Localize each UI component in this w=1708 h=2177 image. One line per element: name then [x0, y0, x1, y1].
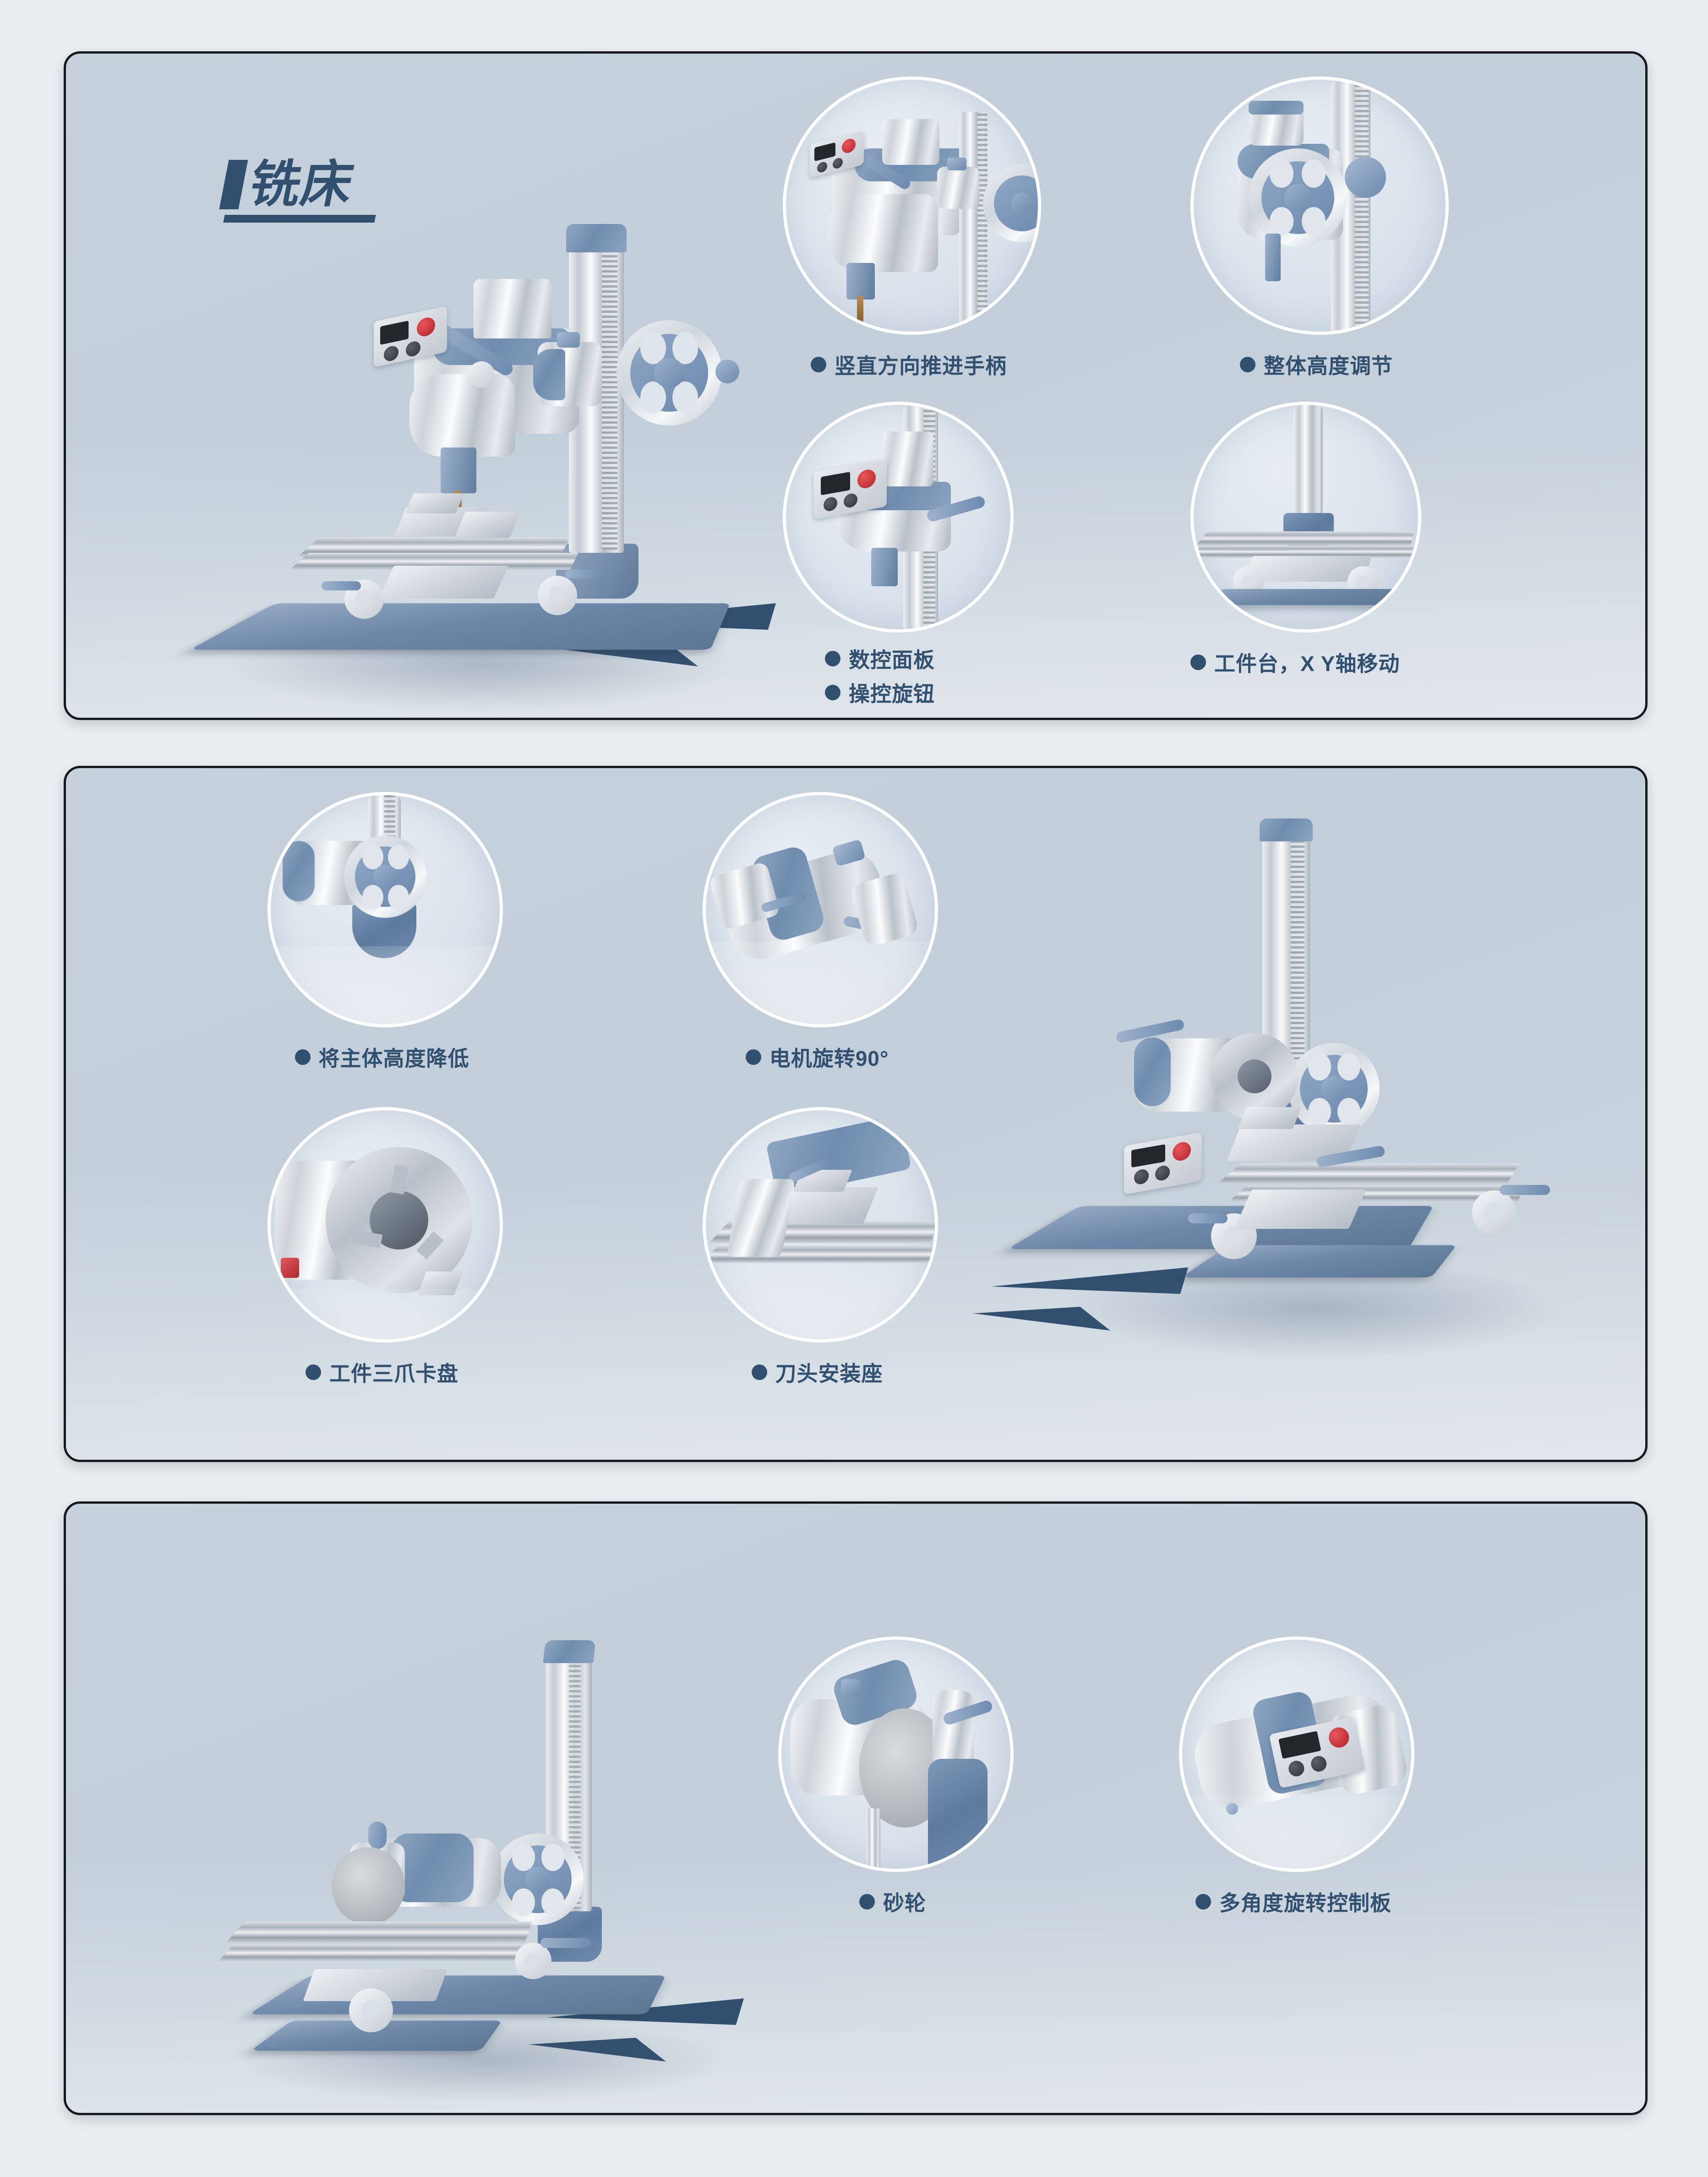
machine-base-plate	[190, 603, 730, 650]
callout-cnc-panel: 数控面板 操控旋钮	[783, 402, 1039, 708]
detail-circle-three-jaw-chuck	[267, 1107, 503, 1342]
bullet-dot	[811, 357, 826, 372]
callout-lower-body-height: 将主体高度降低	[267, 792, 503, 1072]
callout-label: 工件台，X Y轴移动	[1214, 652, 1400, 676]
detail-circle-cnc-panel	[783, 402, 1014, 633]
detail-circle-multi-angle-control-board	[1179, 1637, 1414, 1872]
bullet-dot	[1190, 655, 1206, 670]
callout-vertical-feed-handle: 竖直方向推进手柄	[783, 76, 1041, 380]
callout-label: 竖直方向推进手柄	[835, 354, 1007, 378]
detail-circle-grinding-wheel	[778, 1637, 1014, 1872]
section-title-milling: 铣床	[219, 156, 376, 223]
callout-worktable-xy: 工件台，X Y轴移动	[1190, 402, 1447, 677]
bullet-dot	[306, 1364, 321, 1380]
bullet-dot	[751, 1364, 767, 1380]
bullet-dot	[295, 1049, 311, 1065]
direction-arrows-lathe	[973, 1267, 1193, 1341]
detail-circle-motor-rotate-90	[703, 792, 938, 1027]
detail-circle-tool-head-mount	[703, 1107, 938, 1342]
callout-overall-height-adjust: 整体高度调节	[1190, 76, 1449, 380]
bullet-dot	[745, 1049, 761, 1065]
callout-label: 数控面板	[849, 648, 935, 672]
bullet-dot	[1195, 1894, 1211, 1910]
callout-label: 多角度旋转控制板	[1219, 1891, 1392, 1915]
section-panel-grinder: 磨床	[64, 1501, 1648, 2115]
callout-label: 将主体高度降低	[318, 1047, 469, 1070]
lathe-machine-render	[1007, 818, 1605, 1396]
title-accent-bar	[219, 160, 248, 209]
three-jaw-chuck	[1211, 1033, 1298, 1120]
grinder-machine-render	[217, 1632, 758, 2104]
bullet-dot	[825, 651, 840, 666]
column-handwheel	[492, 1833, 584, 1925]
callout-grinding-wheel: 砂轮	[778, 1637, 1014, 1917]
milling-machine-render	[190, 191, 767, 718]
title-underline	[223, 215, 376, 223]
detail-circle-worktable-xy	[1190, 402, 1421, 633]
section-panel-lathe: 车床	[64, 766, 1648, 1462]
column-handwheel	[1288, 1043, 1380, 1135]
lathe-bed	[1217, 1163, 1520, 1184]
column-handwheel	[617, 320, 722, 426]
callout-tool-head-mount: 刀头安装座	[703, 1107, 938, 1387]
bullet-dot	[1240, 357, 1255, 372]
callout-multi-angle-control-board: 多角度旋转控制板	[1179, 1637, 1414, 1917]
callout-label: 整体高度调节	[1264, 354, 1393, 378]
callout-label: 工件三爪卡盘	[329, 1362, 458, 1386]
callout-label: 刀头安装座	[775, 1362, 883, 1386]
detail-circle-overall-height-adjust	[1190, 76, 1449, 335]
bullet-dot	[825, 685, 840, 700]
section-panel-milling: 铣床	[64, 51, 1648, 720]
callout-three-jaw-chuck: 工件三爪卡盘	[267, 1107, 503, 1387]
detail-circle-lower-body-height	[267, 792, 503, 1027]
bullet-dot	[859, 1894, 875, 1910]
detail-circle-vertical-feed-handle	[783, 76, 1041, 335]
callout-label: 操控旋钮	[849, 682, 935, 706]
grinding-wheel	[332, 1847, 405, 1925]
callout-label: 电机旋转90°	[769, 1047, 889, 1070]
callout-motor-rotate-90: 电机旋转90°	[703, 792, 938, 1072]
callout-label: 砂轮	[883, 1891, 926, 1915]
section-title-text: 铣床	[245, 156, 359, 213]
